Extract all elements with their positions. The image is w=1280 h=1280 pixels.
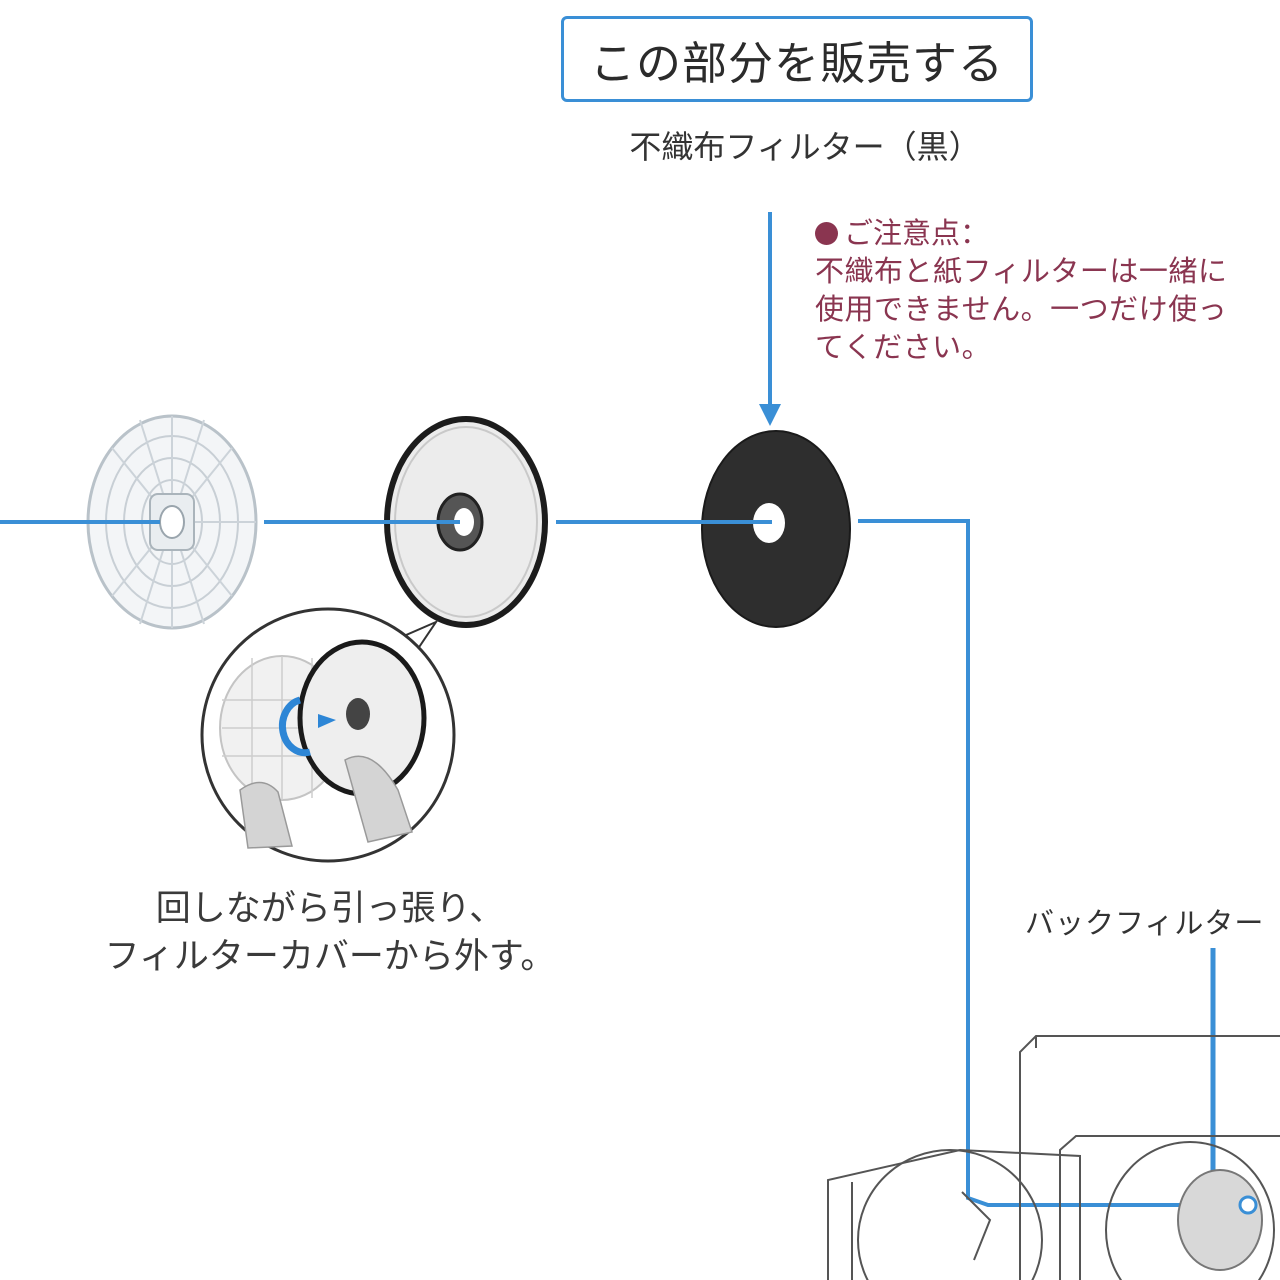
bullet-dot-icon [815, 222, 838, 245]
notice-title: ご注意点： [815, 214, 1280, 252]
purifier-unit-lineart [827, 1035, 1280, 1280]
sale-part-label: この部分を販売する [561, 16, 1033, 102]
notice-block: ご注意点： 不織布と紙フィルターは一緒に 使用できません。一つだけ使っ てくださ… [815, 214, 1280, 366]
back-filter-label: バックフィルター [1025, 906, 1265, 940]
arrow-to-product-icon [759, 212, 781, 426]
notice-line: てください。 [815, 330, 992, 364]
product-name: 不織布フィルター（黒） [629, 128, 981, 166]
removal-instruction: 回しながら引っ張り、 フィルターカバーから外す。 [60, 885, 600, 981]
notice-line: 使用できません。一つだけ使っ [815, 292, 1228, 326]
notice-title-text: ご注意点： [844, 216, 990, 250]
nonwoven-filter-black [701, 430, 851, 628]
filter-cover-grille [86, 414, 258, 630]
filter-frame-mesh [384, 416, 548, 628]
removal-callout [200, 607, 456, 863]
instruction-line: フィルターカバーから外す。 [104, 937, 556, 977]
instruction-line: 回しながら引っ張り、 [155, 889, 505, 929]
notice-line: 不織布と紙フィルターは一緒に [815, 254, 1228, 288]
